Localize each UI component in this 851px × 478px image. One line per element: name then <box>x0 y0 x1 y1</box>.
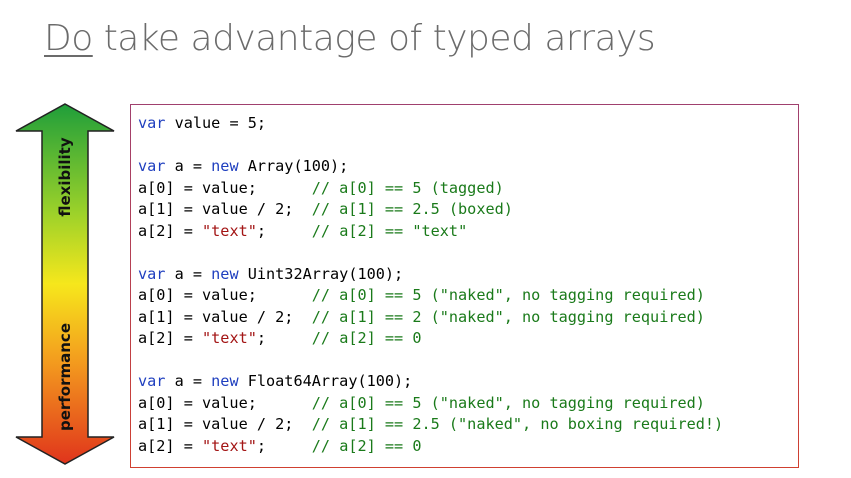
title-rest: take advantage of typed arrays <box>92 18 656 59</box>
code-string: "text" <box>202 436 257 455</box>
code-line: a[2] = "text"; // a[2] == 0 <box>138 437 422 455</box>
code-line: a[0] = value; // a[0] == 5 ("naked", no … <box>138 286 705 304</box>
code-token: a = <box>165 372 212 390</box>
code-line: var a = new Float64Array(100); <box>138 372 412 390</box>
code-token: Float64Array(100); <box>238 372 413 390</box>
code-line: a[2] = "text"; // a[2] == 0 <box>138 329 422 347</box>
code-comment: // a[0] == 5 ("naked", no tagging requir… <box>311 286 705 304</box>
code-comment: // a[1] == 2 ("naked", no tagging requir… <box>311 307 705 326</box>
code-block: var value = 5; var a = new Array(100); a… <box>130 104 799 468</box>
code-line: var value = 5; <box>138 114 266 132</box>
code-keyword: var <box>138 264 166 283</box>
code-token: a[2] = <box>138 436 203 455</box>
code-token: a[0] = value; <box>138 393 312 412</box>
code-keyword: var <box>138 114 166 132</box>
code-comment: // a[2] == 0 <box>311 329 422 347</box>
code-token: a[1] = value / 2; <box>138 200 312 218</box>
code-line: a[0] = value; // a[0] == 5 ("naked", no … <box>138 394 705 412</box>
code-token: ; <box>256 329 312 347</box>
code-line: var a = new Array(100); <box>138 157 348 175</box>
code-line: a[1] = value / 2; // a[1] == 2 ("naked",… <box>138 308 705 326</box>
code-comment: // a[0] == 5 (tagged) <box>311 178 504 197</box>
code-token: ; <box>256 221 312 240</box>
code-comment: // a[1] == 2.5 (boxed) <box>311 200 513 218</box>
code-token: value = 5; <box>165 114 267 132</box>
code-token: a[2] = <box>138 221 203 240</box>
code-token: a[2] = <box>138 329 203 347</box>
code-keyword: var <box>138 157 166 175</box>
code-string: "text" <box>202 329 257 347</box>
code-line: var a = new Uint32Array(100); <box>138 265 403 283</box>
code-line: a[1] = value / 2; // a[1] == 2.5 (boxed) <box>138 200 513 218</box>
title-underlined-word: Do <box>44 18 93 59</box>
code-token: a = <box>165 264 212 283</box>
code-token: a[0] = value; <box>138 178 312 197</box>
code-comment: // a[0] == 5 ("naked", no tagging requir… <box>311 393 705 412</box>
performance-label: performance <box>56 322 74 432</box>
code-line: a[1] = value / 2; // a[1] == 2.5 ("naked… <box>138 415 723 433</box>
code-token: Uint32Array(100); <box>238 264 404 283</box>
code-comment: // a[2] == "text" <box>311 221 468 240</box>
code-token: a = <box>165 157 212 175</box>
code-string: "text" <box>202 221 257 240</box>
code-token: a[1] = value / 2; <box>138 307 312 326</box>
code-keyword: var <box>138 372 166 390</box>
code-line: a[2] = "text"; // a[2] == "text" <box>138 222 467 240</box>
code-token: Array(100); <box>238 157 349 175</box>
flexibility-performance-arrow: flexibility performance <box>14 103 116 465</box>
code-keyword: new <box>211 372 239 390</box>
code-token: a[1] = value / 2; <box>138 415 312 433</box>
code-keyword: new <box>211 264 239 283</box>
code-line: a[0] = value; // a[0] == 5 (tagged) <box>138 179 504 197</box>
flexibility-label: flexibility <box>56 137 74 217</box>
code-comment: // a[2] == 0 <box>311 436 422 455</box>
code-token: ; <box>256 436 312 455</box>
double-arrow-icon <box>15 103 115 465</box>
code-keyword: new <box>211 157 239 175</box>
slide-title: Do take advantage of typed arrays <box>44 18 656 59</box>
code-comment: // a[1] == 2.5 ("naked", no boxing requi… <box>311 415 724 433</box>
code-text: var value = 5; var a = new Array(100); a… <box>138 113 723 457</box>
code-token: a[0] = value; <box>138 286 312 304</box>
